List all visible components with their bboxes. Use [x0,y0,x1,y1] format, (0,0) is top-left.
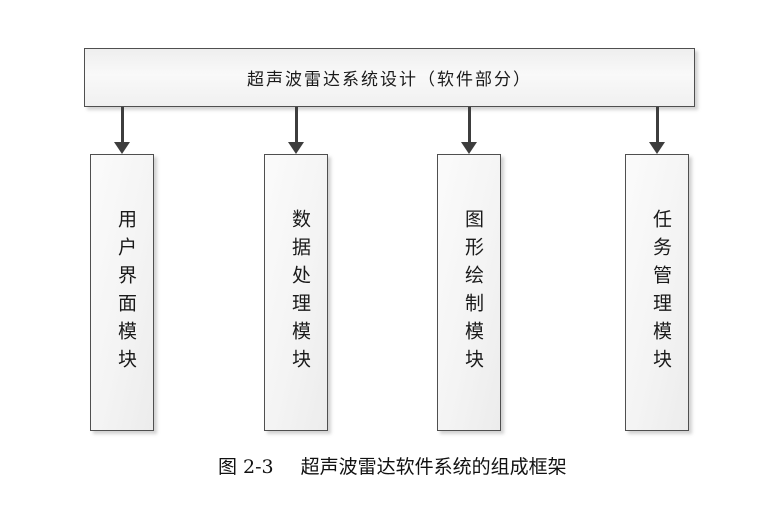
arrow-down-icon [288,107,304,154]
module-label: 任务管理模块 [650,208,672,377]
arrow-head [461,142,477,154]
module-label: 图形绘制模块 [462,208,484,377]
module-box-graphics-drawing: 图形绘制模块 [437,154,501,431]
module-label: 用户界面模块 [115,208,137,377]
module-label: 数据处理模块 [289,208,311,377]
arrow-stem [120,107,124,142]
arrow-down-icon [649,107,665,154]
arrow-head [288,142,304,154]
arrow-down-icon [114,107,130,154]
figure-caption-number: 图 2-3 [218,456,274,478]
arrow-down-icon [461,107,477,154]
arrow-stem [294,107,298,142]
module-box-data-processing: 数据处理模块 [264,154,328,431]
arrow-stem [467,107,471,142]
arrow-head [649,142,665,154]
module-box-user-interface: 用户界面模块 [90,154,154,431]
arrow-stem [655,107,659,142]
figure-caption: 图 2-3 超声波雷达软件系统的组成框架 [218,452,567,479]
figure-caption-text: 超声波雷达软件系统的组成框架 [300,456,567,478]
title-box: 超声波雷达系统设计（软件部分） [84,48,695,107]
title-box-label: 超声波雷达系统设计（软件部分） [247,70,532,90]
module-box-task-management: 任务管理模块 [625,154,689,431]
arrow-head [114,142,130,154]
